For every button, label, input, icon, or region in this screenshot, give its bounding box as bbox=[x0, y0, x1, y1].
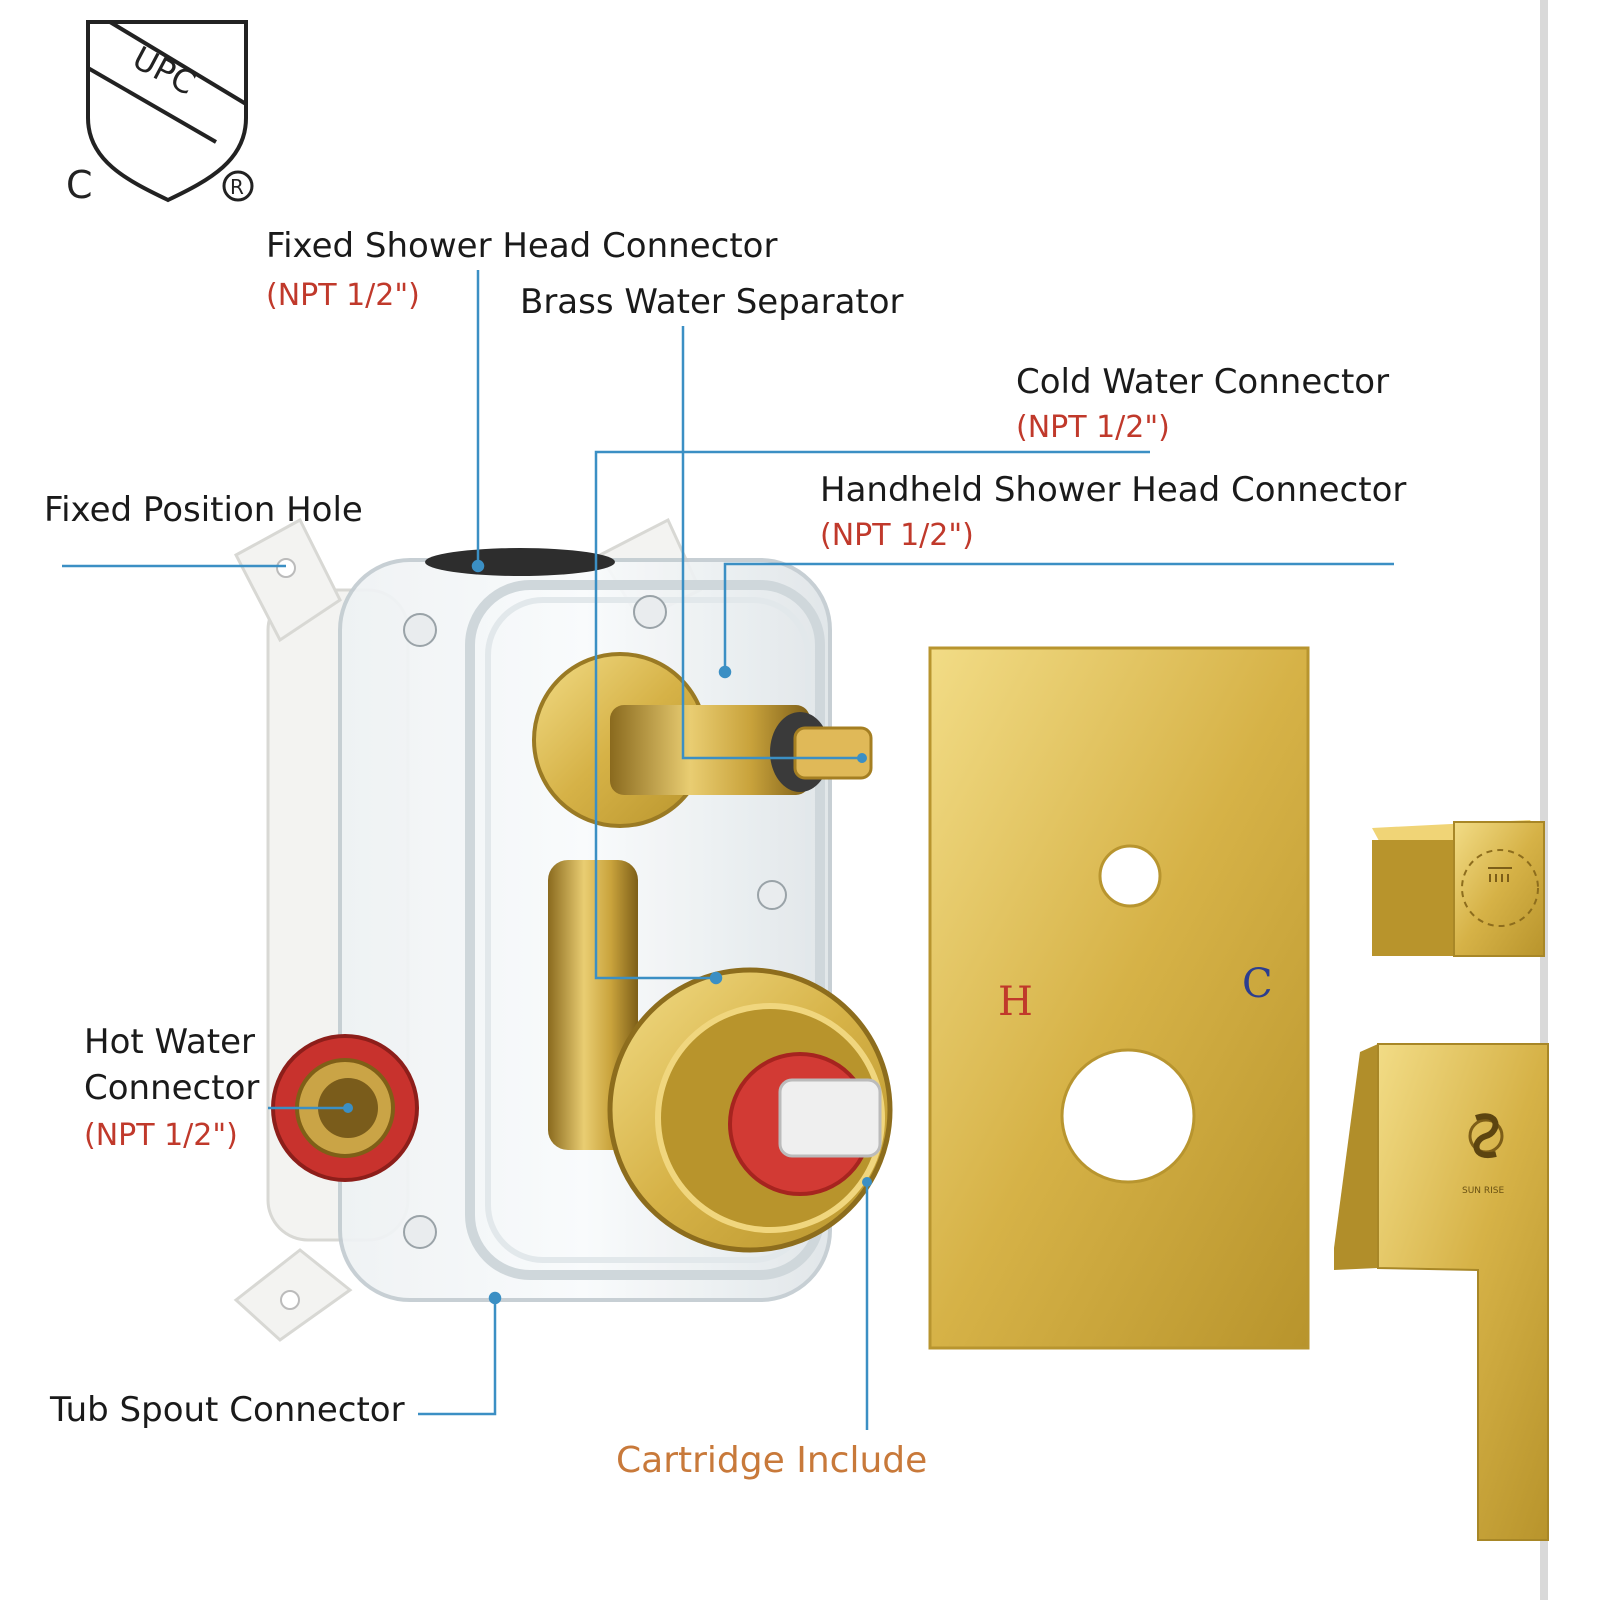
screw-icon bbox=[757, 880, 787, 910]
label-hot-water-line1: Hot Water bbox=[84, 1022, 256, 1062]
label-hot-water-line2: Connector bbox=[84, 1068, 260, 1108]
spec-hot-water: (NPT 1/2") bbox=[84, 1118, 238, 1153]
spec-handheld-shower-head: (NPT 1/2") bbox=[820, 518, 974, 553]
upc-shield-band-bottom bbox=[86, 66, 218, 144]
label-brass-separator: Brass Water Separator bbox=[520, 282, 904, 322]
leader-cold-water bbox=[594, 450, 1150, 980]
handle-brand-text: SUN RISE bbox=[1462, 1186, 1505, 1196]
screw-icon bbox=[403, 613, 437, 647]
canada-letter: C bbox=[66, 163, 93, 207]
trim-plate-cold-letter: C bbox=[1242, 961, 1273, 1007]
screw-icon bbox=[633, 595, 667, 629]
trim-plate-hot-letter: H bbox=[998, 979, 1033, 1025]
upc-shield-icon bbox=[86, 20, 248, 203]
upc-shield-band-top bbox=[108, 20, 248, 106]
leader-handheld bbox=[723, 562, 1394, 670]
leader-lines bbox=[62, 270, 1394, 1430]
clear-housing-rim bbox=[465, 580, 825, 1280]
label-fixed-shower-head: Fixed Shower Head Connector bbox=[266, 226, 778, 266]
top-port bbox=[425, 548, 615, 576]
diverter-knob-mode-ring bbox=[1461, 849, 1539, 927]
label-fixed-position-hole: Fixed Position Hole bbox=[44, 490, 363, 530]
trim-plate-diverter-hole bbox=[1098, 844, 1162, 908]
trim-plate-valve-hole bbox=[1060, 1048, 1196, 1184]
trim-plate bbox=[928, 646, 1310, 1350]
registered-mark-circle bbox=[222, 170, 254, 202]
label-handheld-shower-head: Handheld Shower Head Connector bbox=[820, 470, 1407, 510]
diverter-spindle bbox=[793, 726, 873, 780]
label-cold-water: Cold Water Connector bbox=[1016, 362, 1390, 402]
lever-handle-face bbox=[1377, 1043, 1549, 1541]
screw-icon bbox=[403, 1215, 437, 1249]
fixed-position-hole-icon bbox=[276, 558, 296, 578]
label-tub-spout: Tub Spout Connector bbox=[50, 1390, 405, 1430]
lever-handle-side bbox=[1334, 1044, 1378, 1270]
label-cartridge-include: Cartridge Include bbox=[616, 1440, 928, 1481]
shower-icon bbox=[1488, 867, 1512, 882]
sunrise-logo-icon bbox=[1468, 1113, 1504, 1159]
spec-fixed-shower-head: (NPT 1/2") bbox=[266, 278, 420, 313]
right-edge-bar bbox=[1540, 0, 1548, 1600]
upc-certification-badge: UPC C R bbox=[66, 20, 254, 207]
diverter-knob-face bbox=[1453, 821, 1545, 957]
leader-tub-spout bbox=[418, 1300, 497, 1416]
spec-cold-water: (NPT 1/2") bbox=[1016, 410, 1170, 445]
mount-ear-top-left bbox=[233, 517, 342, 643]
bottom-mount-hole-icon bbox=[280, 1290, 300, 1310]
housing-screws bbox=[403, 595, 787, 1249]
diverter-knob bbox=[1372, 840, 1454, 956]
cartridge-stem bbox=[778, 1078, 882, 1158]
upper-brass-stem bbox=[610, 705, 810, 795]
registered-mark-letter: R bbox=[230, 175, 244, 199]
leader-brass-separator bbox=[681, 326, 862, 760]
